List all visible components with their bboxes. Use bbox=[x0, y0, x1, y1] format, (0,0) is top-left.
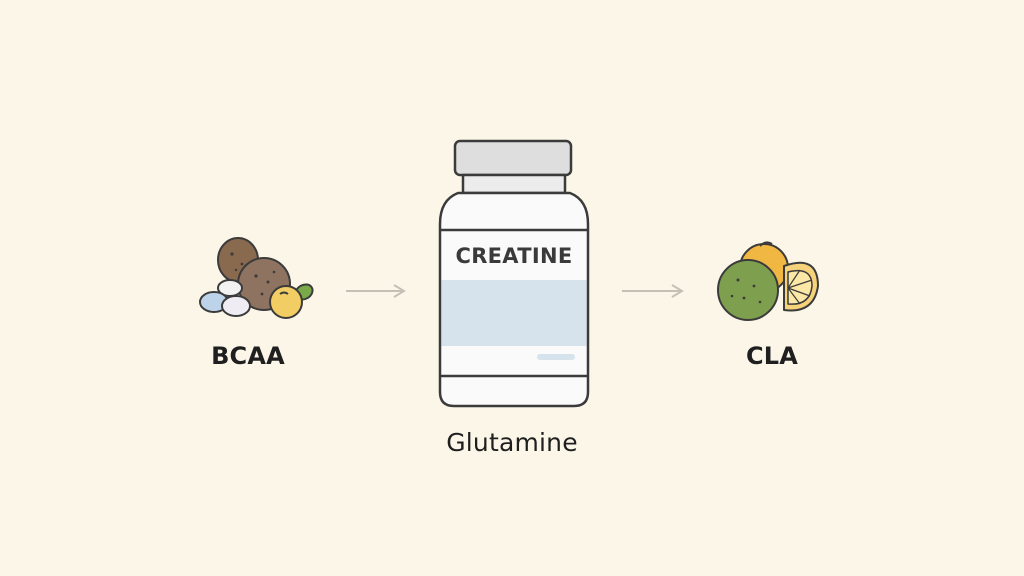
bottle-product-text: CREATINE bbox=[455, 244, 573, 268]
bcaa-label: BCAA bbox=[211, 342, 285, 370]
arrow-right-icon bbox=[346, 284, 406, 298]
cla-label: CLA bbox=[745, 342, 799, 370]
citrus-fruit-icon bbox=[717, 241, 819, 321]
supplement-bottle-icon: CREATINE bbox=[436, 138, 592, 410]
supplements-pills-icon bbox=[199, 237, 314, 319]
arrow-right-icon bbox=[622, 284, 684, 298]
glutamine-label: Glutamine bbox=[446, 428, 578, 457]
